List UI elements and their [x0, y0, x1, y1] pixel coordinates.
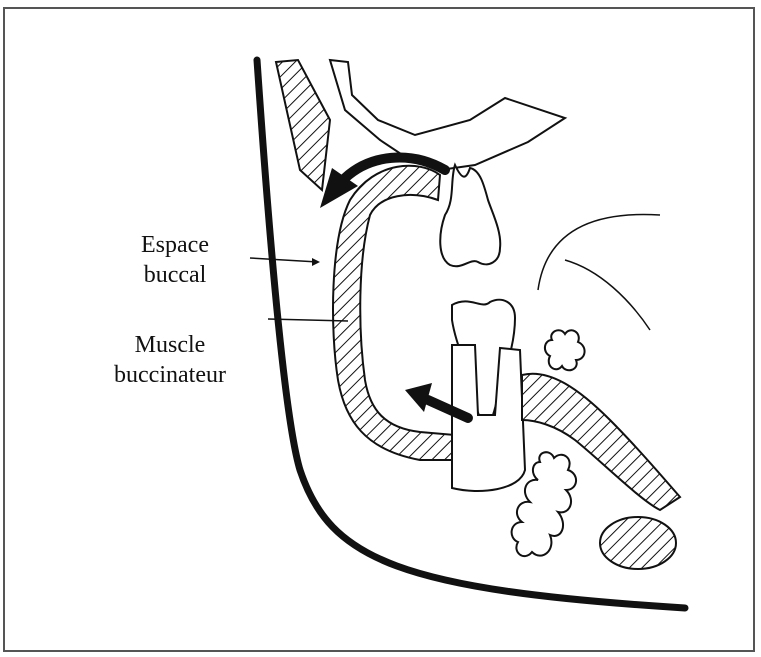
- espace-buccal-leader: [250, 258, 318, 262]
- label-muscle-buccinateur: Muscle buccinateur: [95, 330, 245, 390]
- lower-oval-muscle: [600, 517, 676, 569]
- label-muscle-line2: buccinateur: [95, 360, 245, 390]
- buccinator-muscle: [333, 166, 455, 460]
- maxilla-bone: [330, 60, 565, 170]
- upper-molar-tooth: [440, 165, 500, 266]
- tongue-outline: [538, 214, 660, 330]
- salivary-gland-upper: [545, 330, 585, 370]
- label-espace-buccal: Espace buccal: [120, 230, 230, 290]
- label-espace-line2: buccal: [120, 260, 230, 290]
- label-muscle-line1: Muscle: [95, 330, 245, 360]
- espace-buccal-leader-head: [312, 258, 320, 266]
- label-espace-line1: Espace: [120, 230, 230, 260]
- lower-arrowhead: [405, 383, 432, 412]
- upper-facial-muscle: [276, 60, 330, 190]
